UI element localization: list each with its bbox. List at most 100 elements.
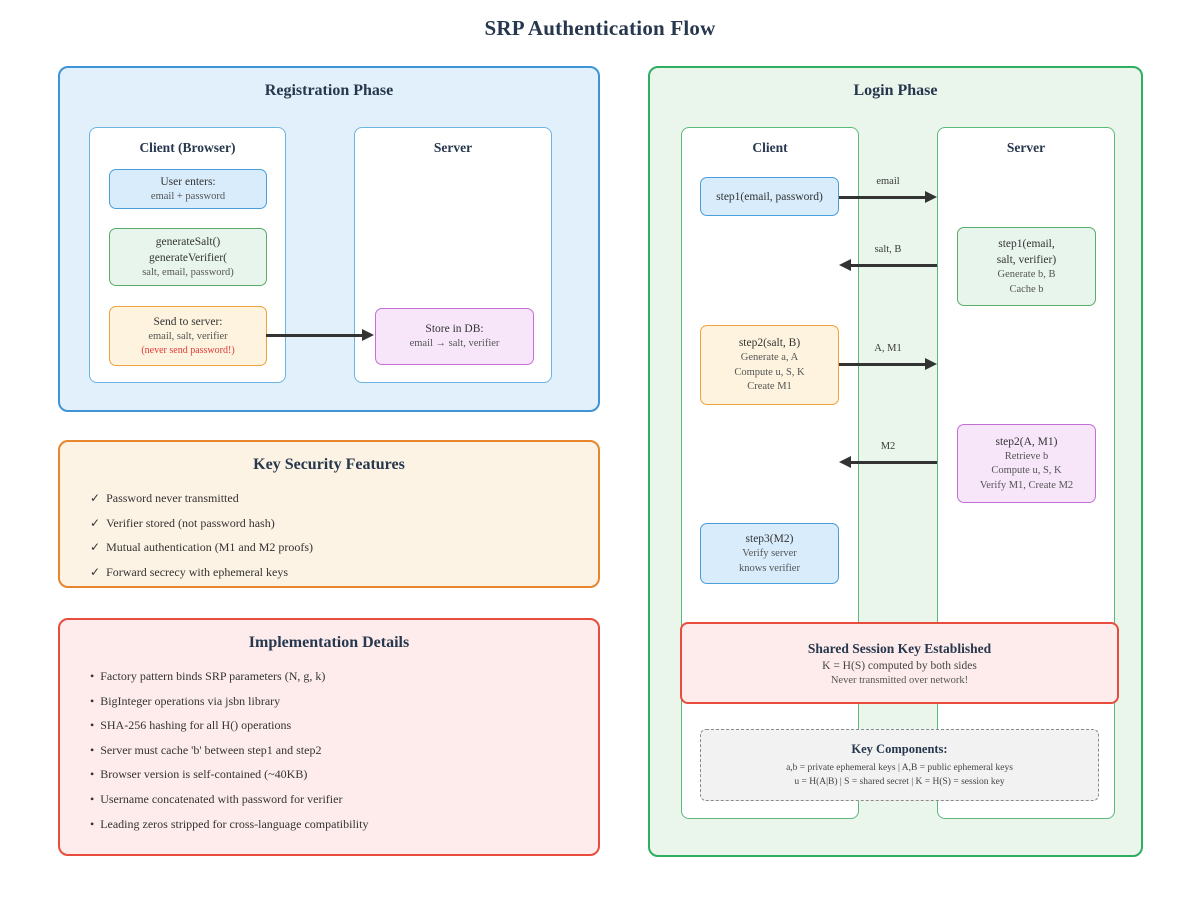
login-phase-title: Login Phase bbox=[853, 82, 938, 99]
security-feature-item: ✓ Forward secrecy with ephemeral keys bbox=[90, 560, 578, 585]
email-arrow bbox=[839, 191, 937, 203]
node-text: step1(email, password) bbox=[716, 190, 823, 203]
node-text: generateSalt() bbox=[155, 235, 221, 248]
login-client-lane: Client bbox=[681, 127, 859, 819]
implementation-detail-item: • Leading zeros stripped for cross-langua… bbox=[90, 812, 578, 837]
check-icon: ✓ bbox=[90, 515, 101, 530]
arrow-head-icon bbox=[925, 358, 937, 370]
registration-phase-title: Registration Phase bbox=[264, 82, 394, 99]
implementation-detail-item: • BigInteger operations via jsbn library bbox=[90, 689, 578, 714]
shared-session-key-line: Never transmitted over network! bbox=[830, 674, 969, 686]
shared-session-key-title: Shared Session Key Established bbox=[807, 640, 992, 656]
key-security-features-title: Key Security Features bbox=[253, 456, 405, 473]
login-server-title: Server bbox=[1006, 140, 1046, 155]
shared-session-key-box: Shared Session Key Established K = H(S) … bbox=[680, 622, 1119, 704]
implementation-detail-item: •SHA-256 hashing for all H() operations bbox=[90, 713, 578, 738]
security-feature-text: Password never transmitted bbox=[106, 491, 239, 505]
page-title: SRP Authentication Flow bbox=[484, 16, 716, 40]
node-text: Generate a, A bbox=[740, 352, 799, 364]
step1-server-node: step1(email, salt, verifier) Generate b,… bbox=[957, 227, 1096, 306]
security-feature-item: ✓ Password never transmitted bbox=[90, 486, 578, 511]
registration-phase-panel: Registration Phase Client (Browser) User… bbox=[58, 66, 600, 412]
arrow-line bbox=[848, 461, 937, 464]
node-text: salt, email, password) bbox=[142, 266, 234, 278]
security-feature-text: Mutual authentication (M1 and M2 proofs) bbox=[106, 540, 314, 555]
salt-b-arrow-label: salt, B bbox=[874, 244, 902, 255]
node-text: User enters: bbox=[160, 175, 216, 188]
node-text: Generate b, B bbox=[997, 269, 1056, 280]
shared-session-key-line: K = H(S) computed by both sides bbox=[822, 659, 977, 672]
security-feature-text: Verifier stored (not password hash) bbox=[106, 515, 275, 530]
key-components-line: u = H(A|B) | S = shared secret | K = H(S… bbox=[794, 777, 1005, 787]
registration-client-title: Client (Browser) bbox=[139, 140, 236, 155]
implementation-detail-item: • Factory pattern binds SRP parameters (N… bbox=[90, 664, 578, 689]
login-phase-panel: Login Phase Client Server step1(email, p… bbox=[648, 66, 1143, 857]
security-feature-list: ✓ Password never transmitted ✓ Verifier st… bbox=[90, 486, 578, 584]
implementation-details-panel: Implementation Details • Factory pattern … bbox=[58, 618, 600, 856]
implementation-detail-text: Browser version is self-contained (~40KB… bbox=[100, 767, 308, 782]
node-text: step1(email, bbox=[998, 238, 1055, 250]
salt-b-arrow bbox=[839, 259, 937, 271]
node-text: Compute u, S, K bbox=[734, 366, 805, 378]
a-m1-arrow-label: A, M1 bbox=[874, 343, 902, 354]
login-client-title: Client bbox=[752, 140, 788, 155]
node-text: Store in DB: bbox=[425, 323, 484, 336]
step2-client-node: step2(salt, B) Generate a, A Compute u, … bbox=[700, 325, 839, 405]
send-to-server-node: Send to server: email, salt, verifier (n… bbox=[109, 306, 267, 366]
key-components-box: Key Components: a,b = private ephemeral … bbox=[700, 729, 1099, 801]
implementation-details-title: Implementation Details bbox=[248, 634, 410, 651]
node-text: step3(M2) bbox=[745, 533, 794, 545]
check-icon: ✓ bbox=[90, 540, 101, 555]
implementation-detail-text: Leading zeros stripped for cross-languag… bbox=[100, 816, 369, 831]
bullet-icon: • bbox=[90, 791, 95, 806]
node-text: Verify M1, Create M2 bbox=[979, 479, 1074, 491]
arrow-line bbox=[839, 196, 928, 199]
node-text: knows verifier bbox=[739, 562, 800, 574]
bullet-icon: • bbox=[90, 718, 95, 733]
step2-server-node: step2(A, M1) Retrieve b Compute u, S, K … bbox=[957, 424, 1096, 503]
implementation-detail-item: •Username concatenated with password for… bbox=[90, 787, 578, 812]
key-components-title: Key Components: bbox=[851, 742, 948, 756]
bullet-icon: • bbox=[90, 669, 95, 683]
bullet-icon: • bbox=[90, 816, 95, 831]
node-text: Retrieve b bbox=[1004, 450, 1049, 462]
arrow-head-icon bbox=[925, 191, 937, 203]
implementation-detail-item: •Server must cache 'b' between step1 and… bbox=[90, 738, 578, 763]
store-in-db-node: Store in DB: email → salt, verifier bbox=[375, 308, 534, 365]
security-feature-item: ✓ Mutual authentication (M1 and M2 proofs… bbox=[90, 535, 578, 560]
node-text: email + password bbox=[150, 190, 226, 202]
key-security-features-panel: Key Security Features ✓ Password never tr… bbox=[58, 440, 600, 588]
node-text: email → salt, verifier bbox=[409, 338, 500, 350]
step3-client-node: step3(M2) Verify server knows verifier bbox=[700, 523, 839, 584]
node-text: step2(A, M1) bbox=[995, 435, 1058, 448]
implementation-detail-item: •Browser version is self-contained (~40K… bbox=[90, 762, 578, 787]
security-feature-text: Forward secrecy with ephemeral keys bbox=[106, 564, 288, 579]
generate-verifier-node: generateSalt() generateVerifier( salt, e… bbox=[109, 228, 267, 286]
registration-server-title: Server bbox=[433, 140, 473, 155]
arrow-head-icon bbox=[839, 456, 851, 468]
registration-server-lane: Server Store in DB: email → salt, verifi… bbox=[354, 127, 552, 383]
node-text: Compute u, S, K bbox=[991, 465, 1062, 477]
arrow-line bbox=[848, 264, 937, 267]
node-text: salt, verifier) bbox=[996, 254, 1057, 266]
implementation-detail-text: Factory pattern binds SRP parameters (N,… bbox=[100, 669, 326, 683]
node-text: Cache b bbox=[1009, 283, 1044, 295]
arrow-head-icon bbox=[362, 329, 374, 341]
m2-arrow-label: M2 bbox=[880, 441, 896, 452]
step1-client-node: step1(email, password) bbox=[700, 177, 839, 216]
arrow-line bbox=[839, 363, 928, 366]
node-text: email, salt, verifier bbox=[148, 330, 228, 342]
m2-arrow bbox=[839, 456, 937, 468]
implementation-detail-text: Server must cache 'b' between step1 and … bbox=[100, 742, 322, 757]
check-icon: ✓ bbox=[90, 491, 101, 505]
bullet-icon: • bbox=[90, 693, 95, 708]
check-icon: ✓ bbox=[90, 564, 101, 579]
implementation-detail-text: BigInteger operations via jsbn library bbox=[100, 693, 281, 708]
user-enters-node: User enters: email + password bbox=[109, 169, 267, 209]
node-text: Verify server bbox=[742, 548, 797, 559]
email-arrow-label: email bbox=[876, 176, 900, 187]
arrow-head-icon bbox=[839, 259, 851, 271]
key-components-line: a,b = private ephemeral keys | A,B = pub… bbox=[786, 763, 1013, 773]
registration-client-lane: Client (Browser) User enters: email + pa… bbox=[89, 127, 286, 383]
node-text: generateVerifier( bbox=[149, 251, 227, 264]
